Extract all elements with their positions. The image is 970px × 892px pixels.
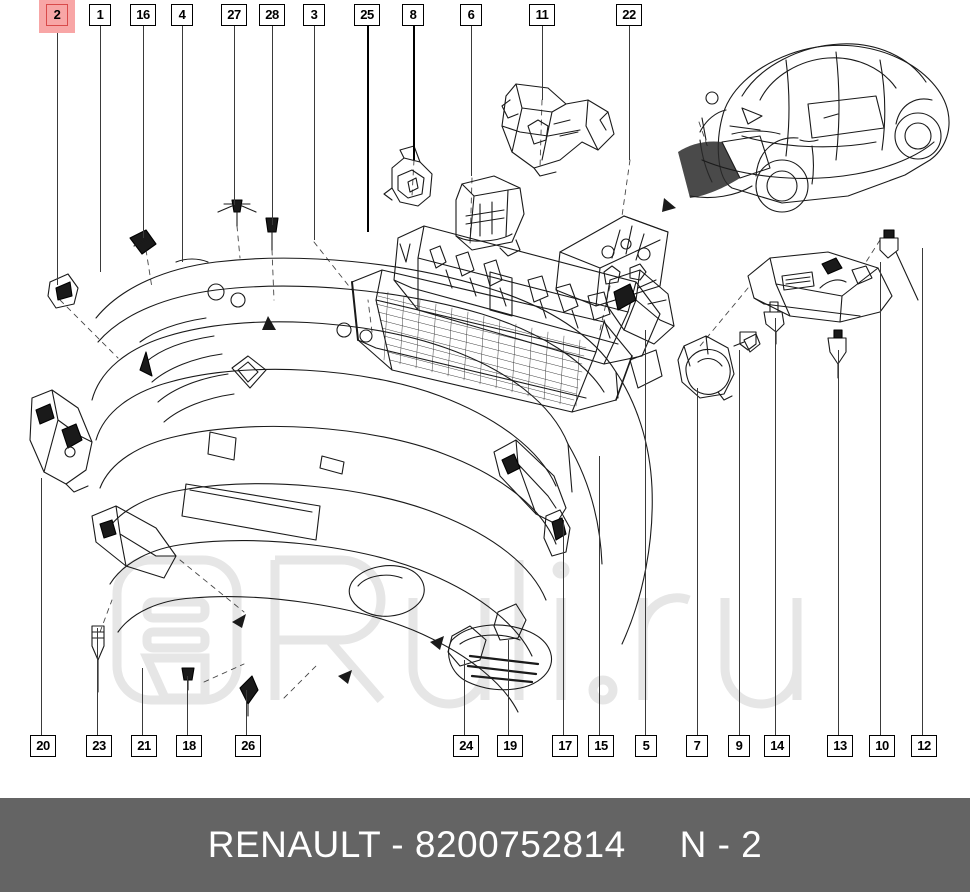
callout-13[interactable]: 13 [827, 735, 853, 757]
callout-20[interactable]: 20 [30, 735, 56, 757]
callout-6[interactable]: 6 [460, 4, 482, 26]
part-19-strip [494, 604, 526, 640]
callout-5[interactable]: 5 [635, 735, 657, 757]
callout-leader-line-15 [599, 456, 601, 735]
callout-1[interactable]: 1 [89, 4, 111, 26]
callout-leader-line-6 [471, 26, 473, 176]
callout-leader-line-17 [563, 520, 565, 735]
part-2-end-clip [48, 274, 78, 308]
callout-28[interactable]: 28 [259, 4, 285, 26]
part-27-screw [218, 200, 256, 226]
callout-leader-line-25 [367, 26, 369, 232]
callout-leader-line-27 [234, 26, 236, 205]
part-11-shield [502, 84, 614, 176]
callout-14[interactable]: 14 [764, 735, 790, 757]
exploded-parts-illustration [0, 0, 970, 795]
callout-7[interactable]: 7 [686, 735, 708, 757]
part-5-corner-bracket [606, 270, 674, 344]
callout-leader-line-4 [182, 26, 184, 262]
callout-22[interactable]: 22 [616, 4, 642, 26]
callout-26[interactable]: 26 [235, 735, 261, 757]
callout-12[interactable]: 12 [911, 735, 937, 757]
callout-leader-line-2 [57, 26, 59, 285]
callout-3[interactable]: 3 [303, 4, 325, 26]
callout-24[interactable]: 24 [453, 735, 479, 757]
callout-leader-line-9 [739, 350, 741, 735]
callout-19[interactable]: 19 [497, 735, 523, 757]
part-7-lamp-housing [678, 334, 760, 400]
callout-leader-line-11 [542, 26, 544, 100]
callout-leader-line-22 [629, 26, 631, 160]
callout-leader-line-7 [697, 388, 699, 735]
part-17-side-bracket [494, 440, 566, 524]
footer-bar: RENAULT - 8200752814 N - 2 [0, 798, 970, 892]
part-3-bumper-carrier [394, 226, 660, 364]
part-4-support-rail [176, 259, 208, 262]
part-16-clip [130, 230, 156, 254]
part-8-bracket [384, 146, 432, 206]
callout-leader-line-10 [880, 262, 882, 735]
callout-15[interactable]: 15 [588, 735, 614, 757]
part-10-right-trim [748, 252, 892, 322]
part-21-lower-spoiler [92, 506, 176, 578]
callout-27[interactable]: 27 [221, 4, 247, 26]
part-9-grommet [740, 332, 756, 350]
callout-9[interactable]: 9 [728, 735, 750, 757]
part-28-rivet [266, 218, 278, 250]
part-22-hardware-box [556, 216, 668, 306]
callout-leader-line-5 [645, 330, 647, 735]
callout-leader-line-24 [464, 660, 466, 735]
part-12-bolt [880, 230, 918, 300]
callout-leader-line-1 [100, 26, 102, 272]
callout-11[interactable]: 11 [529, 4, 555, 26]
callout-10[interactable]: 10 [869, 735, 895, 757]
callout-leader-line-3 [314, 26, 316, 240]
part-20-side-trim-left [30, 390, 92, 492]
part-26-wedge-clip [240, 676, 258, 716]
callout-16[interactable]: 16 [130, 4, 156, 26]
callout-18[interactable]: 18 [176, 735, 202, 757]
callout-leader-line-26 [246, 690, 248, 735]
part-15-bracket [544, 510, 570, 556]
callout-leader-line-14 [775, 318, 777, 735]
callout-8[interactable]: 8 [402, 4, 424, 26]
callout-leader-line-13 [838, 350, 840, 735]
callout-leader-line-28 [272, 26, 274, 225]
callout-21[interactable]: 21 [131, 735, 157, 757]
callout-25[interactable]: 25 [354, 4, 380, 26]
callout-leader-line-19 [508, 640, 510, 735]
callout-leader-line-8 [413, 26, 415, 160]
part-25-lower-grille [352, 270, 662, 412]
callout-17[interactable]: 17 [552, 735, 578, 757]
callout-leader-line-20 [41, 478, 43, 735]
part-24-lower-strip [448, 626, 486, 666]
part-1-front-bumper-cover [92, 258, 652, 712]
callout-leader-line-16 [143, 26, 145, 238]
callout-leader-line-18 [187, 676, 189, 735]
callout-leader-line-23 [97, 628, 99, 735]
callout-leader-line-12 [922, 248, 924, 735]
vehicle-illustration [678, 44, 949, 212]
callout-4[interactable]: 4 [171, 4, 193, 26]
footer-part-number-text: RENAULT - 8200752814 N - 2 [207, 824, 763, 865]
part-13-screw [828, 330, 846, 378]
callout-leader-line-21 [142, 668, 144, 735]
callout-2-selected[interactable]: 2 [46, 4, 68, 26]
callout-23[interactable]: 23 [86, 735, 112, 757]
